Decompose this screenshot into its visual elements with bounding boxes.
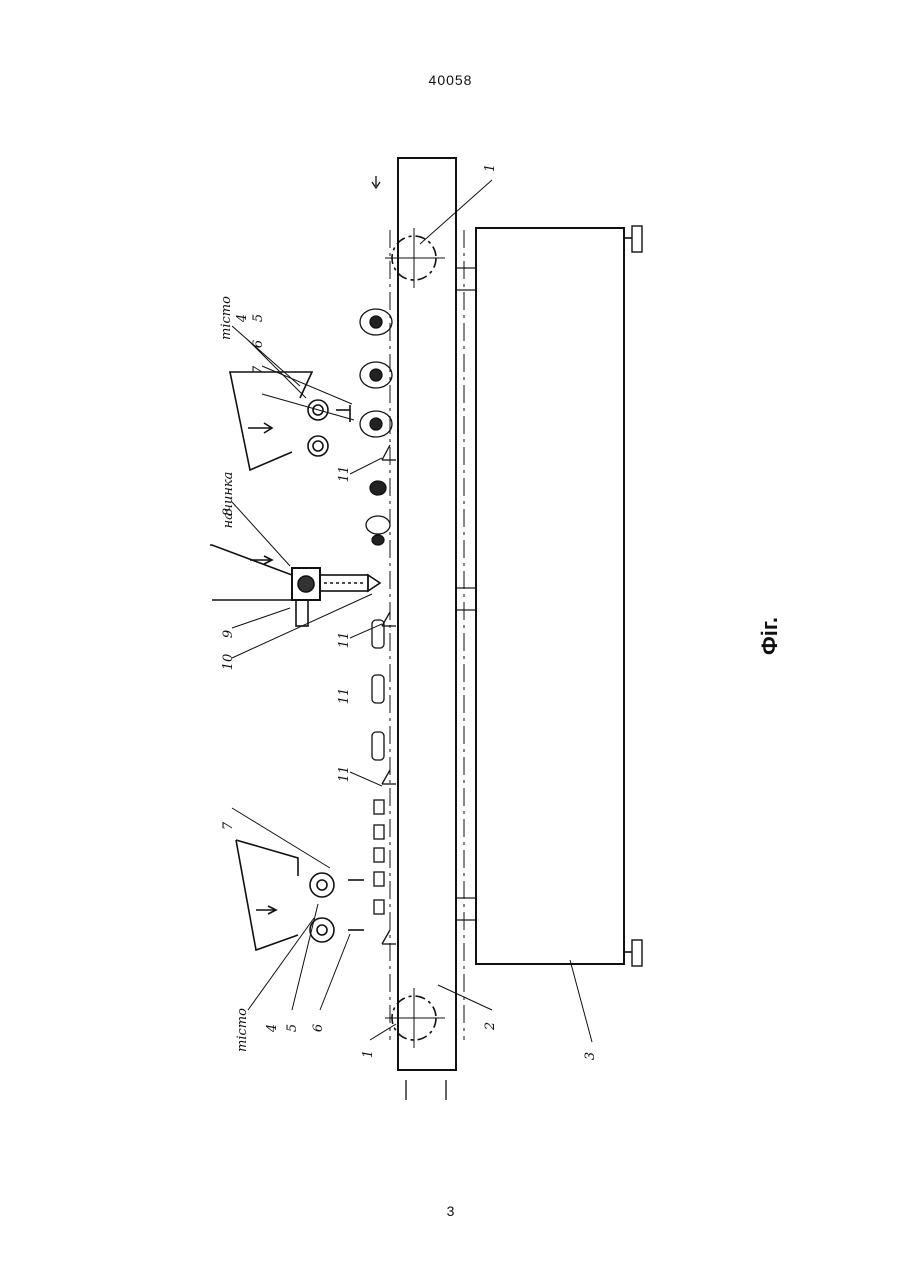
end-roller-top: [385, 228, 445, 288]
label-8: 8: [221, 508, 236, 516]
lower-dough-hopper: [236, 840, 364, 950]
reference-labels: тісто начинка тісто 4 5 6 7 8 9 10 7 4 5…: [219, 164, 598, 1060]
label-10: 10: [221, 654, 236, 671]
label-5-top: 5: [251, 314, 266, 322]
base-frame: [456, 226, 642, 966]
end-roller-bottom: [385, 988, 445, 1048]
label-4-top: 4: [235, 314, 250, 323]
upper-dough-hopper: [230, 372, 350, 470]
products-on-belt: [360, 309, 396, 944]
label-5-bottom: 5: [285, 1024, 300, 1032]
label-11-d: 11: [337, 766, 352, 783]
label-7-bottom: 7: [221, 821, 236, 830]
label-1-top: 1: [483, 164, 498, 172]
label-11-c: 11: [337, 688, 352, 705]
motion-arrows: [372, 176, 446, 1100]
label-filling: начинка: [221, 472, 236, 529]
label-11-b: 11: [337, 632, 352, 649]
conveyor-belt: [390, 158, 464, 1070]
label-7-top: 7: [251, 365, 266, 374]
label-9: 9: [221, 630, 236, 638]
label-11-a: 11: [337, 466, 352, 483]
filling-hopper: [210, 545, 380, 626]
leader-lines: [232, 180, 592, 1042]
label-3: 3: [583, 1052, 598, 1060]
label-dough-top: тісто: [219, 296, 234, 340]
label-2: 2: [483, 1022, 498, 1031]
label-1-bottom: 1: [361, 1050, 376, 1058]
label-6-bottom: 6: [311, 1024, 326, 1032]
label-4-bottom: 4: [265, 1024, 280, 1033]
label-6-top: 6: [251, 340, 266, 348]
label-dough-bottom: тісто: [235, 1008, 250, 1052]
